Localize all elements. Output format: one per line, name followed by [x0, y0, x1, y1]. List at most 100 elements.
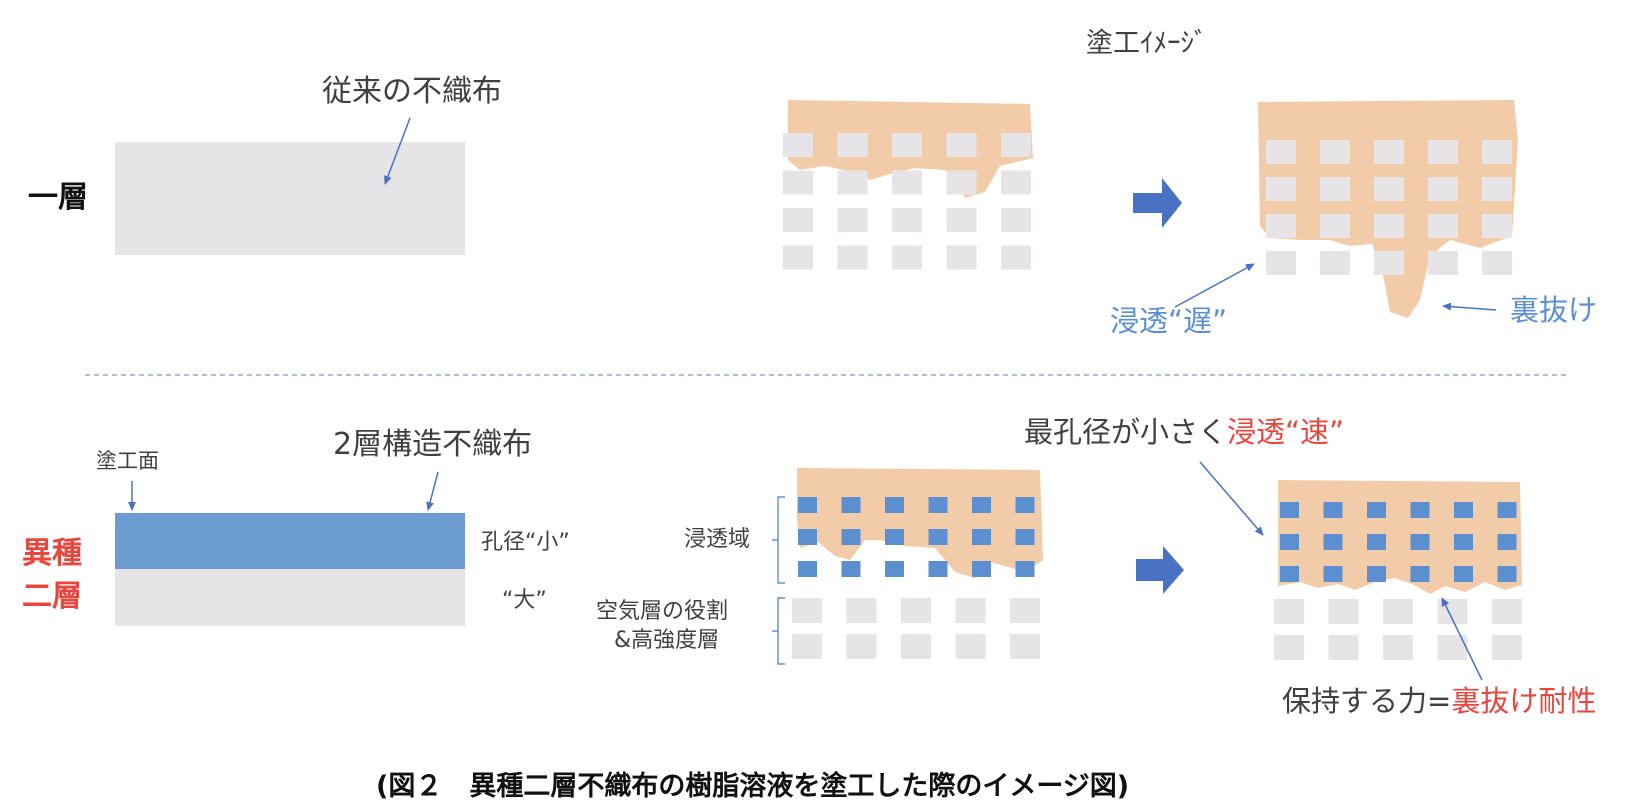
fiber-cell	[837, 208, 868, 232]
process-arrow-bottom	[1136, 546, 1184, 594]
fiber-cell	[1001, 245, 1031, 270]
fine-fiber-cell	[1454, 502, 1473, 518]
fine-fiber-cell	[1367, 566, 1386, 582]
fine-fiber-cell	[1015, 561, 1035, 577]
fast-penetration-label: 最孔径が小さく浸透“速”	[1024, 418, 1344, 447]
fiber-cell	[1428, 177, 1458, 201]
fiber-cell	[1320, 214, 1350, 238]
grid-single-before	[783, 133, 1031, 270]
fiber-cell	[1482, 251, 1512, 275]
row-label-single: 一層	[28, 180, 88, 215]
fiber-cell	[1320, 177, 1350, 201]
resin-two-layer-after	[1278, 480, 1522, 594]
fiber-cell	[1374, 214, 1404, 238]
penetration-text: 浸透	[1110, 304, 1169, 338]
fiber-cell	[837, 245, 868, 270]
coarse-fiber-cell	[901, 634, 931, 659]
row-label-double-line1: 異種	[22, 536, 82, 571]
fine-fiber-cell	[798, 529, 817, 545]
holding-force-prefix: 保持する力=	[1282, 684, 1452, 718]
fiber-cell	[1320, 140, 1350, 164]
coarse-fiber-cell	[1328, 599, 1359, 624]
fiber-cell	[783, 208, 813, 232]
coarse-fiber-cell	[955, 634, 986, 659]
fiber-cell	[1001, 133, 1031, 157]
coating-image-title: 塗工ｲﾒｰｼﾞ	[1086, 28, 1208, 59]
coarse-pore-layer	[115, 569, 465, 626]
fine-fiber-cell	[1410, 502, 1430, 518]
double-fabric-pointer	[426, 471, 439, 511]
coarse-fiber-cell	[1010, 598, 1040, 623]
process-arrow-top	[1133, 178, 1182, 228]
coarse-fiber-cell	[792, 598, 822, 623]
coarse-fiber-cell	[1274, 635, 1304, 660]
fiber-cell	[892, 170, 922, 195]
coarse-fiber-cell	[1010, 634, 1040, 659]
fine-fiber-cell	[928, 561, 948, 577]
coarse-fiber-cell	[1383, 635, 1413, 660]
fiber-cell	[1266, 177, 1296, 201]
pore-large-label: “大”	[502, 588, 547, 613]
grid-single-after	[1266, 140, 1512, 275]
coarse-fiber-cell	[846, 598, 877, 623]
fine-fiber-cell	[1323, 534, 1343, 550]
fast-penetration-prefix: 最孔径が小さく	[1024, 415, 1228, 449]
fine-fiber-cell	[1410, 534, 1430, 550]
fiber-cell	[946, 208, 977, 232]
fiber-cell	[1001, 170, 1031, 195]
fine-fiber-cell	[1497, 566, 1517, 582]
holding-force-highlight: 裏抜け耐性	[1451, 684, 1597, 718]
grid-double-before	[792, 497, 1040, 659]
fiber-cell	[1374, 177, 1404, 201]
fiber-cell	[1482, 140, 1512, 164]
fine-fiber-cell	[885, 529, 904, 545]
coarse-fiber-cell	[955, 598, 986, 623]
fine-fiber-cell	[1454, 534, 1473, 550]
fiber-cell	[1374, 251, 1404, 275]
air-layer-label-line2: &高強度層	[614, 628, 720, 653]
air-layer-bracket	[772, 597, 785, 665]
fiber-cell	[1266, 251, 1296, 275]
fine-fiber-cell	[1323, 502, 1343, 518]
penetration-pointer	[1174, 263, 1255, 308]
penetration-zone-bracket	[772, 496, 785, 584]
strike-through-label: 裏抜け	[1510, 293, 1598, 327]
coarse-fiber-cell	[901, 598, 931, 623]
fine-fiber-cell	[1015, 529, 1035, 545]
fiber-cell	[1482, 214, 1512, 238]
fiber-cell	[1266, 140, 1296, 164]
fine-fiber-cell	[972, 561, 991, 577]
resin-strike-through	[1258, 100, 1518, 318]
fine-fiber-cell	[1280, 534, 1299, 550]
coarse-fiber-cell	[1492, 599, 1522, 624]
fiber-cell	[946, 133, 977, 157]
fiber-cell	[892, 245, 922, 270]
fine-fiber-cell	[972, 529, 991, 545]
fast-penetration-highlight: 浸透“速”	[1227, 415, 1345, 449]
fiber-cell	[837, 170, 868, 195]
air-layer-label-line1: 空気層の役割	[596, 599, 729, 624]
fiber-cell	[783, 245, 813, 270]
fiber-cell	[1482, 177, 1512, 201]
double-fabric-label: 2層構造不織布	[333, 427, 533, 462]
coarse-fiber-cell	[792, 634, 822, 659]
fine-fiber-cell	[885, 497, 904, 513]
penetration-zone-label: 浸透域	[684, 527, 751, 552]
fiber-cell	[1428, 214, 1458, 238]
fiber-cell	[946, 170, 977, 195]
fine-fiber-cell	[1367, 534, 1386, 550]
penetration-slow-label: 浸透“遅”	[1110, 307, 1227, 336]
fine-fiber-cell	[1015, 497, 1035, 513]
fine-fiber-cell	[798, 561, 817, 577]
fine-fiber-cell	[1280, 566, 1299, 582]
fine-fiber-cell	[841, 497, 861, 513]
conventional-fabric-label: 従来の不織布	[322, 74, 502, 109]
row-label-double-line2: 二層	[22, 579, 82, 614]
fast-penetration-pointer	[1199, 461, 1264, 536]
coating-face-label: 塗工面	[96, 449, 159, 473]
fiber-cell	[1374, 140, 1404, 164]
fiber-cell	[1428, 140, 1458, 164]
fiber-cell	[946, 245, 977, 270]
coarse-fiber-cell	[846, 634, 877, 659]
